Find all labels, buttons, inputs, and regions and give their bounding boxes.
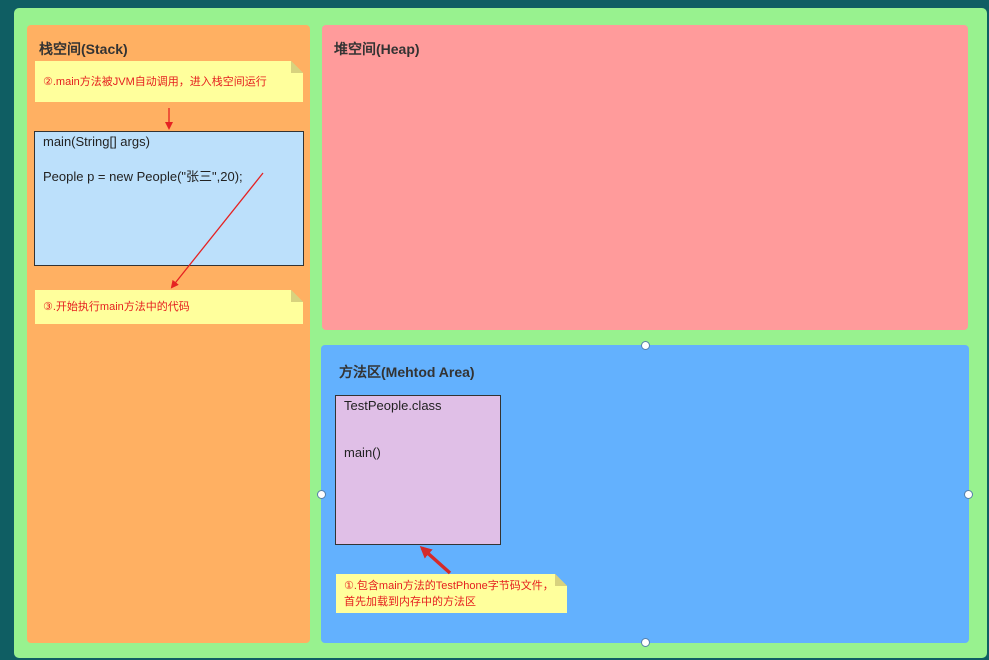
heap-title: 堆空间(Heap) [334,41,420,57]
note-class-loaded[interactable]: ①.包含main方法的TestPhone字节码文件，首先加载到内存中的方法区 [336,574,567,613]
frame-statement: People p = new People("张三",20); [43,169,243,184]
method-area-title: 方法区(Mehtod Area) [339,364,475,380]
note-fold-corner [555,574,567,586]
stack-title: 栈空间(Stack) [39,41,128,57]
note-start-executing-text: ③.开始执行main方法中的代码 [43,301,190,313]
main-stack-frame[interactable]: main(String[] args) People p = new Peopl… [34,131,304,266]
resize-handle-bottom[interactable] [641,638,650,647]
arrow-statement-to-note [170,172,264,289]
note-jvm-invokes-main[interactable]: ②.main方法被JVM自动调用，进入栈空间运行 [35,61,303,102]
frame-method-signature: main(String[] args) [43,134,150,149]
class-file-box[interactable]: TestPeople.class main() [335,395,501,545]
note-fold-corner [291,290,303,302]
heap-panel[interactable]: 堆空间(Heap) [322,25,968,330]
note-jvm-invokes-main-text: ②.main方法被JVM自动调用，进入栈空间运行 [43,75,267,88]
note-start-executing[interactable]: ③.开始执行main方法中的代码 [35,290,303,324]
note-fold-corner [291,61,303,73]
note-class-loaded-text: ①.包含main方法的TestPhone字节码文件，首先加载到内存中的方法区 [344,579,554,608]
arrow-note-to-class-box [419,546,452,575]
resize-handle-right[interactable] [964,490,973,499]
class-main-method: main() [344,445,381,460]
resize-handle-top[interactable] [641,341,650,350]
class-file-name: TestPeople.class [344,398,442,413]
resize-handle-left[interactable] [317,490,326,499]
